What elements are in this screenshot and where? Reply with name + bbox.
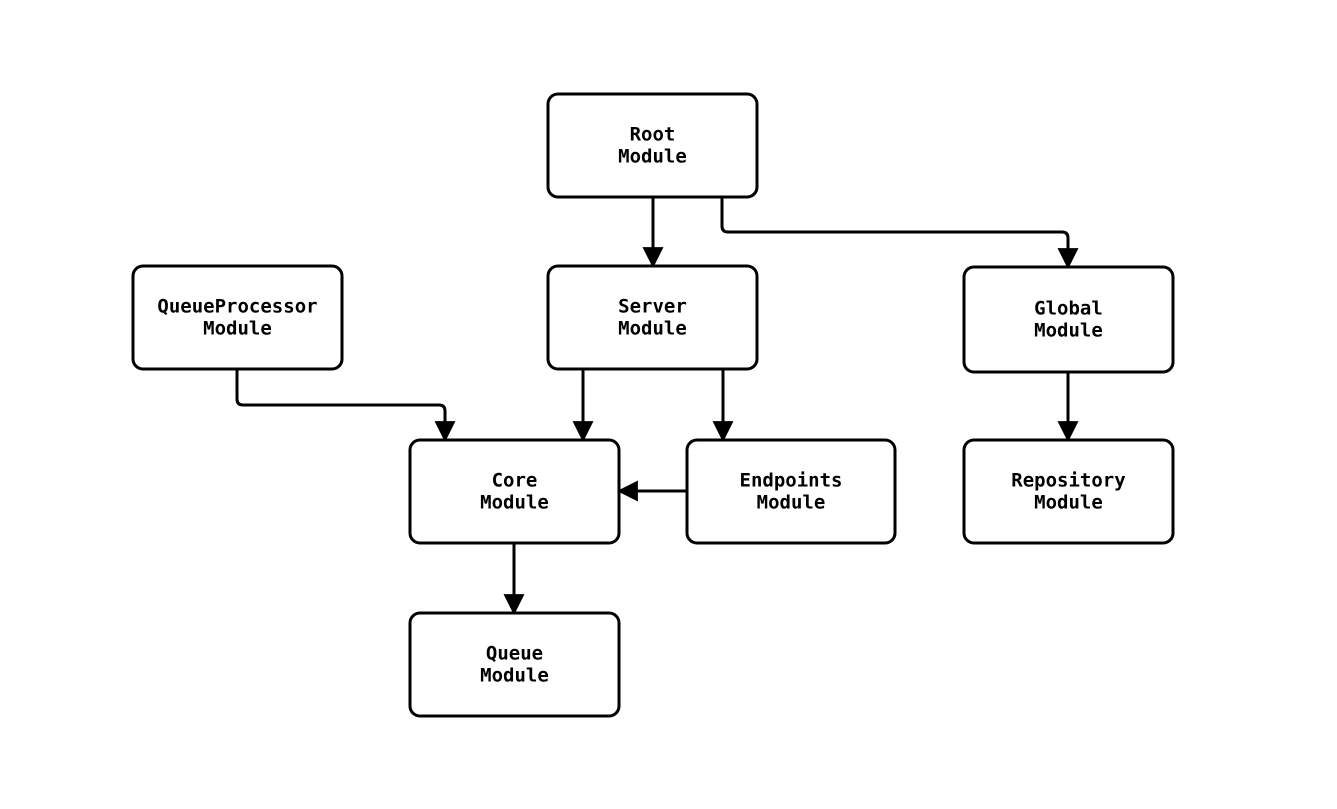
node-global-box bbox=[962, 265, 1175, 374]
node-core-box bbox=[408, 438, 621, 545]
edges-layer bbox=[235, 197, 1079, 616]
node-server-box bbox=[546, 264, 759, 371]
node-queue-box bbox=[408, 611, 621, 718]
node-endpoints-box bbox=[685, 438, 897, 545]
node-repository-box bbox=[962, 438, 1175, 545]
edge-root-to-global bbox=[720, 197, 1079, 270]
node-root-box bbox=[546, 92, 759, 199]
edge-queueprocessor-to-core bbox=[235, 369, 456, 443]
node-queueprocessor-box bbox=[131, 264, 344, 371]
